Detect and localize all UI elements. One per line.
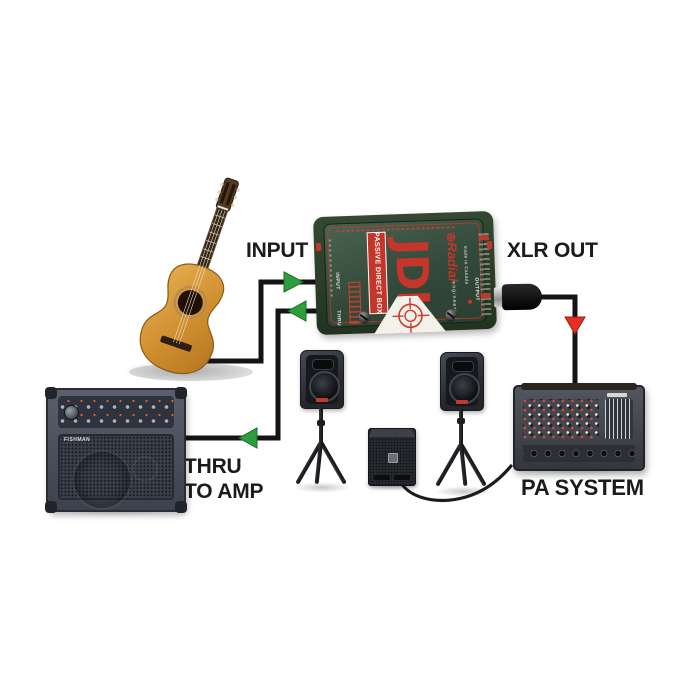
arrow-to-pa-icon [564, 316, 586, 335]
fishman-amp: FISHMAN [45, 387, 187, 513]
label-thru-line1: THRU [184, 455, 242, 478]
headstock-slot [219, 181, 230, 204]
label-thru-line2: TO AMP [184, 480, 264, 503]
guitar-bridge [160, 335, 192, 352]
stand-clamp [317, 420, 325, 426]
di-box: INPUT THRU OUTPUT PASSIVE DIRECT BOX JDI… [312, 210, 498, 336]
label-pa-system: PA SYSTEM [521, 475, 644, 500]
guitar-body [139, 263, 225, 375]
speaker-badge [316, 398, 328, 402]
pa-input-jacks [523, 445, 635, 462]
speaker-horn [452, 361, 474, 372]
speaker-baffle [306, 355, 340, 404]
subwoofer-top [369, 429, 415, 437]
amp-brand-logo: FISHMAN [64, 437, 91, 443]
subwoofer-port [394, 475, 410, 480]
label-thru-to-amp: THRU TO AMP [184, 454, 264, 504]
amp-input-knob [64, 405, 79, 420]
di-jack-label-input: INPUT [333, 272, 341, 290]
arrow-to-amp-icon [237, 427, 258, 449]
subwoofer-port [374, 475, 390, 480]
speaker-cabinet [300, 350, 344, 409]
speaker-right-shadow [434, 486, 494, 497]
radial-brand-text: Radial [444, 242, 461, 282]
di-switch-chip [480, 293, 491, 299]
subwoofer-badge [388, 453, 398, 463]
amp-corner-cap [175, 387, 187, 399]
amp-grille [58, 434, 174, 510]
target-crosshair-icon [392, 297, 430, 333]
xlr-body [501, 283, 543, 311]
pa-handle [521, 383, 637, 390]
amp-corner-cap [45, 387, 57, 399]
pa-brand-plate [607, 393, 627, 397]
acoustic-guitar [129, 177, 253, 381]
guitar-nut [217, 205, 229, 211]
amp-corner-cap [45, 501, 57, 513]
pa-eq-faders [605, 399, 633, 439]
pa-knob-grid [523, 399, 599, 439]
speaker-horn [312, 359, 334, 370]
speaker-baffle [446, 357, 480, 406]
di-edge-chip [486, 240, 493, 250]
amp-control-panel [58, 396, 174, 428]
di-edge-chip [315, 242, 322, 252]
stand-pole [459, 409, 463, 446]
stand-clamp [457, 418, 465, 424]
strings [173, 208, 226, 345]
stand-leg [319, 441, 347, 485]
amp-corner-cap [175, 501, 187, 513]
di-switch-chip [478, 235, 489, 241]
label-xlr-out: XLR OUT [507, 239, 598, 262]
arrow-input-icon [283, 271, 305, 293]
pa-speaker-left [295, 350, 350, 492]
headstock-slot [225, 183, 236, 206]
speaker-left-shadow [292, 482, 352, 493]
label-input: INPUT [246, 239, 309, 262]
arrow-thru-icon [286, 300, 307, 322]
xlr-connector [493, 283, 543, 311]
speaker-woofer [308, 371, 340, 402]
subwoofer [368, 428, 416, 486]
di-jack-label-thru: THRU [335, 310, 342, 327]
speaker-cabinet [440, 352, 484, 411]
cable-xlr-to-pa [537, 294, 578, 391]
radial-target-icon: ⊕ [444, 232, 459, 243]
cable-sub-to-pa [396, 464, 513, 502]
pa-speaker-right [435, 352, 490, 494]
tuners [215, 182, 240, 207]
pa-mixer [513, 383, 645, 471]
speaker-badge [456, 400, 468, 404]
di-jack-label-output: OUTPUT [473, 277, 481, 302]
amp-speaker-circle [72, 450, 132, 510]
di-box-face: INPUT THRU OUTPUT PASSIVE DIRECT BOX JDI… [323, 218, 492, 328]
amp-speaker-circle-small [132, 456, 158, 482]
